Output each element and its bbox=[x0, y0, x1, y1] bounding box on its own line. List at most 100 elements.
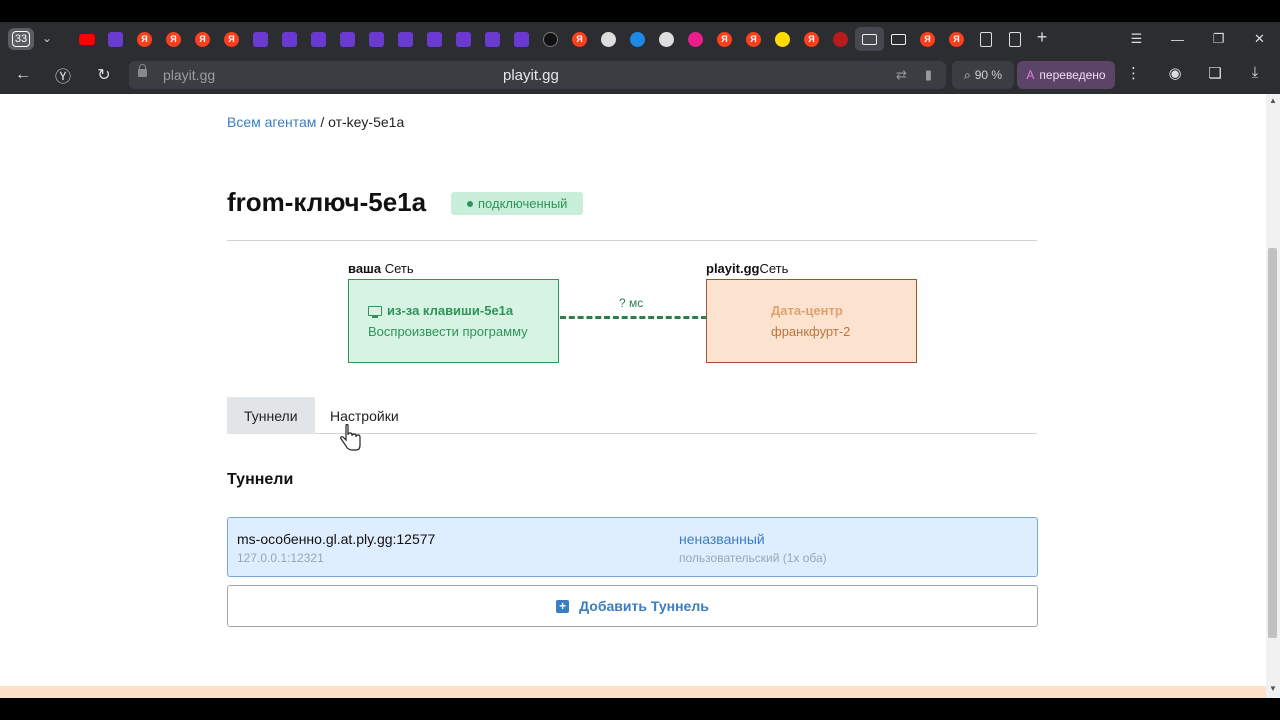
collections-icon[interactable]: ❏ bbox=[1208, 65, 1222, 82]
zoom-indicator[interactable]: ⌕90 % bbox=[952, 61, 1014, 89]
tab-list-chevron-icon[interactable]: ⌄ bbox=[42, 31, 53, 45]
browser-tab[interactable] bbox=[623, 27, 652, 51]
browser-tab[interactable]: Я bbox=[565, 27, 594, 51]
menu-icon[interactable]: ☰ bbox=[1130, 31, 1143, 46]
game-favicon-icon bbox=[427, 31, 442, 47]
restore-icon[interactable]: ❐ bbox=[1212, 31, 1225, 46]
yandex-favicon-icon: Я bbox=[195, 31, 210, 47]
youtube-favicon-icon bbox=[78, 33, 95, 45]
breadcrumb-separator: / bbox=[320, 114, 325, 130]
browser-tab[interactable] bbox=[362, 27, 391, 51]
browser-tab[interactable] bbox=[246, 27, 275, 51]
breadcrumb-all-agents-link[interactable]: Всем агентам bbox=[227, 114, 317, 130]
browser-tab[interactable] bbox=[72, 27, 101, 51]
media-icon[interactable]: ◉ bbox=[1168, 65, 1182, 82]
yandex-favicon-icon: Я bbox=[717, 31, 732, 47]
monitor-favicon-icon bbox=[891, 33, 906, 45]
connection-line bbox=[560, 316, 707, 319]
breadcrumb-current: от-key-5e1a bbox=[328, 114, 405, 130]
browser-tab[interactable]: Я bbox=[710, 27, 739, 51]
tab-count-button[interactable]: 33 bbox=[8, 28, 34, 50]
status-dot-icon bbox=[467, 200, 473, 207]
url-field[interactable]: playit.gg playit.gg ⇄ ▮ bbox=[129, 61, 946, 89]
tab-settings[interactable]: Настройки bbox=[330, 407, 399, 424]
browser-tab[interactable]: Я bbox=[739, 27, 768, 51]
url-actions: ⇄ ▮ bbox=[896, 67, 932, 83]
reload-icon[interactable]: ↻ bbox=[97, 67, 111, 84]
browser-tab[interactable] bbox=[275, 27, 304, 51]
download-icon[interactable]: ⤓ bbox=[1251, 64, 1259, 81]
browser-tab[interactable] bbox=[971, 27, 1000, 51]
browser-tab[interactable] bbox=[478, 27, 507, 51]
purple-favicon-icon bbox=[108, 31, 123, 47]
tunnel-local-address: 127.0.0.1:12321 bbox=[237, 551, 324, 565]
white-favicon-icon bbox=[659, 31, 674, 47]
browser-tab[interactable]: Я bbox=[797, 27, 826, 51]
browser-tab[interactable] bbox=[420, 27, 449, 51]
browser-tab[interactable] bbox=[594, 27, 623, 51]
page-content: Всем агентам / от-key-5e1a from-ключ-5e1… bbox=[0, 94, 1266, 686]
status-badge: подключенный bbox=[451, 192, 584, 215]
browser-tab[interactable] bbox=[333, 27, 362, 51]
datacenter-box-title: Дата-центр bbox=[771, 303, 843, 318]
browser-tab[interactable] bbox=[826, 27, 855, 51]
yandex-favicon-icon: Я bbox=[804, 31, 819, 47]
yandex-home-icon[interactable]: Ⓨ bbox=[54, 69, 71, 86]
yandex-favicon-icon: Я bbox=[224, 31, 239, 47]
browser-tab[interactable] bbox=[536, 27, 565, 51]
page-footer-strip bbox=[0, 686, 1266, 698]
yandex-favicon-icon: Я bbox=[949, 31, 964, 47]
new-tab-plus-icon[interactable]: + bbox=[1036, 27, 1048, 47]
zoom-icon: ⌕ bbox=[963, 67, 971, 82]
game-favicon-icon bbox=[514, 31, 529, 47]
browser-tab[interactable] bbox=[681, 27, 710, 51]
scroll-up-arrow-icon[interactable]: ▲ bbox=[1269, 96, 1277, 105]
tunnel-row[interactable]: ms-особенно.gl.at.ply.gg:12577 127.0.0.1… bbox=[227, 517, 1038, 577]
close-icon[interactable]: ✕ bbox=[1254, 31, 1265, 46]
game-favicon-icon bbox=[485, 31, 500, 47]
document-favicon-icon bbox=[1008, 31, 1021, 47]
computer-icon bbox=[368, 305, 382, 318]
browser-tab[interactable] bbox=[1000, 27, 1029, 51]
game-favicon-icon bbox=[311, 31, 326, 47]
browser-tab[interactable] bbox=[768, 27, 797, 51]
browser-tab[interactable]: Я bbox=[159, 27, 188, 51]
browser-tab[interactable]: Я bbox=[188, 27, 217, 51]
lock-icon bbox=[138, 64, 147, 77]
url-domain: playit.gg bbox=[163, 67, 216, 83]
yellow-favicon-icon bbox=[775, 31, 790, 47]
browser-tab[interactable] bbox=[884, 27, 913, 51]
browser-tab[interactable]: Я bbox=[130, 27, 159, 51]
bookmark-icon[interactable]: ▮ bbox=[924, 67, 932, 82]
blue-favicon-icon bbox=[630, 31, 645, 47]
browser-tab[interactable]: Я bbox=[942, 27, 971, 51]
browser-tab[interactable] bbox=[101, 27, 130, 51]
browser-tab[interactable] bbox=[304, 27, 333, 51]
tab-tunnels[interactable]: Туннели bbox=[227, 397, 315, 434]
add-tunnel-button[interactable]: + Добавить Туннель bbox=[227, 585, 1038, 627]
game-favicon-icon bbox=[282, 31, 297, 47]
pink-favicon-icon bbox=[688, 31, 703, 47]
browser-tab[interactable] bbox=[449, 27, 478, 51]
translate-icon[interactable]: ⇄ bbox=[895, 67, 907, 82]
back-arrow-icon[interactable]: ← bbox=[15, 66, 31, 83]
browser-tab[interactable] bbox=[507, 27, 536, 51]
browser-tab[interactable] bbox=[652, 27, 681, 51]
tunnels-heading: Туннели bbox=[227, 471, 294, 488]
page-title: from-ключ-5e1a bbox=[227, 187, 427, 217]
browser-tab[interactable] bbox=[855, 27, 884, 51]
scroll-down-arrow-icon[interactable]: ▼ bbox=[1269, 684, 1277, 693]
scrollbar-thumb[interactable] bbox=[1268, 248, 1277, 638]
minimize-icon[interactable]: — bbox=[1171, 31, 1184, 47]
game-favicon-icon bbox=[369, 31, 384, 47]
browser-tab[interactable]: Я bbox=[217, 27, 246, 51]
agent-box: из-за клавиши-5e1a Воспроизвести програм… bbox=[348, 279, 559, 363]
browser-tab[interactable]: Я bbox=[913, 27, 942, 51]
monitor-favicon-icon bbox=[862, 33, 877, 45]
more-icon[interactable]: ⋮ bbox=[1126, 65, 1141, 82]
browser-tab[interactable] bbox=[391, 27, 420, 51]
game-favicon-icon bbox=[456, 31, 471, 47]
yandex-favicon-icon: Я bbox=[572, 31, 587, 47]
